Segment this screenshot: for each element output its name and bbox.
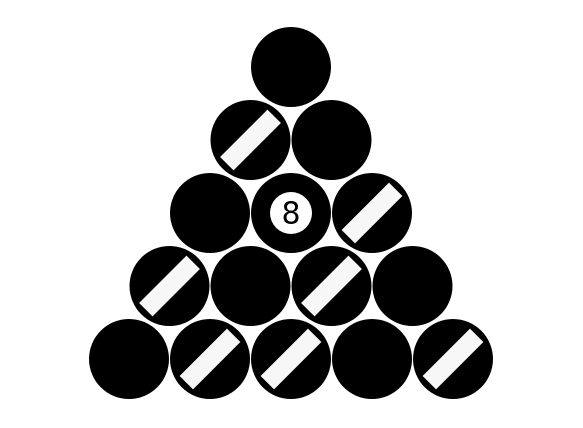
ball-body [170,173,250,253]
ball-stripe [215,105,286,175]
ball-solid-r4-b4 [372,246,453,326]
ball-solid-r5-b4 [332,319,412,399]
ball-stripe [134,251,205,321]
ball-body [210,246,291,326]
ball-solid-r1-b1 [251,27,331,107]
ball-solid-r4-b2 [210,246,291,326]
ball-stripe-r3-b3 [332,173,412,253]
ball-stripe-r4-b1 [129,246,210,326]
ball-stripe [337,178,407,248]
ball-stripe [175,324,245,394]
ball-stripe [256,324,326,394]
ball-eight-r3-b2: 8 [251,173,331,253]
ball-stripe-r4-b3 [291,246,372,326]
ball-stripe-r5-b2 [170,319,250,399]
ball-stripe [296,251,367,321]
ball-stripe-r5-b5 [413,319,493,399]
ball-solid-r2-b2 [291,100,372,180]
ball-body [89,319,169,399]
ball-body [372,246,453,326]
ball-solid-r3-b1 [170,173,250,253]
eight-ball-number: 8 [281,197,300,232]
ball-body [291,100,372,180]
ball-body [332,319,412,399]
ball-body [251,27,331,107]
ball-stripe-r2-b1 [210,100,291,180]
ball-solid-r5-b1 [89,319,169,399]
eight-ball-spot [270,192,312,234]
ball-stripe [418,324,488,394]
ball-stripe-r5-b3 [251,319,331,399]
